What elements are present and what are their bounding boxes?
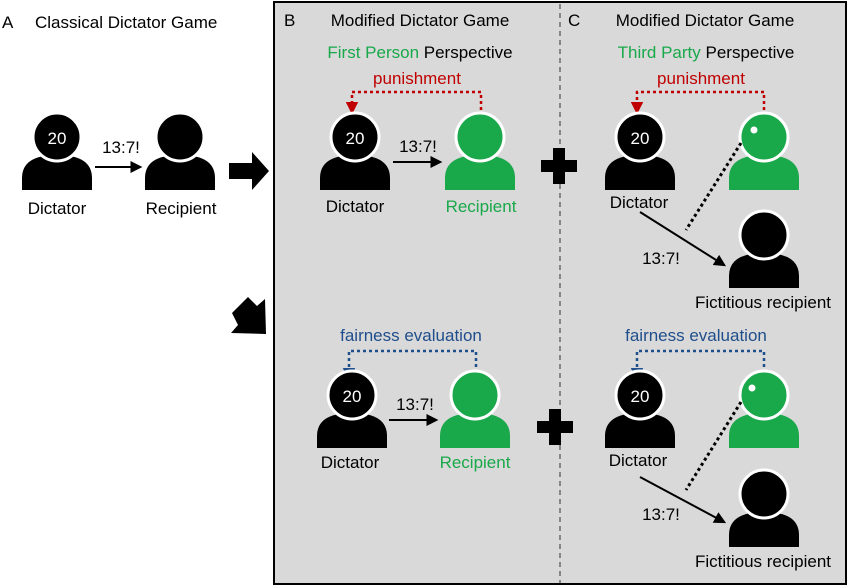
dictator-badge: 20 xyxy=(48,129,67,148)
panel-c-letter: C xyxy=(568,11,580,30)
fairness-evaluation-label: fairness evaluation xyxy=(340,326,482,345)
dictator-label: Dictator xyxy=(610,193,669,212)
recipient-figure xyxy=(445,111,515,190)
dictator-label: Dictator xyxy=(28,199,87,218)
fairness-evaluation-label: fairness evaluation xyxy=(625,326,767,345)
observer-figure xyxy=(729,369,799,448)
recipient-figure xyxy=(145,111,215,190)
dictator-badge: 20 xyxy=(346,129,365,148)
dictator-figure: 20 xyxy=(605,369,675,448)
dictator-figure: 20 xyxy=(605,111,675,190)
plus-icon xyxy=(541,148,577,184)
panel-c: C Modified Dictator Game Third Party Per… xyxy=(568,11,831,571)
dictator-label: Dictator xyxy=(326,197,385,216)
dictator-label: Dictator xyxy=(609,451,668,470)
arrow-down-right-icon xyxy=(231,297,266,334)
offer-label: 13:7! xyxy=(396,395,434,414)
eye-icon xyxy=(750,126,758,134)
dictator-badge: 20 xyxy=(631,129,650,148)
panel-a-title: Classical Dictator Game xyxy=(35,13,217,32)
perspective-highlight: Third Party xyxy=(618,43,702,62)
panel-a: A Classical Dictator Game 20 Dictator 13… xyxy=(2,13,269,334)
offer-label: 13:7! xyxy=(642,505,680,524)
dictator-label: Dictator xyxy=(321,453,380,472)
dictator-figure: 20 xyxy=(22,111,92,190)
recipient-label: Recipient xyxy=(440,453,511,472)
panel-c-title: Modified Dictator Game xyxy=(616,11,795,30)
observer-figure xyxy=(729,111,799,190)
panel-a-letter: A xyxy=(2,13,14,32)
offer-arrow xyxy=(639,476,727,524)
fictitious-recipient-label: Fictitious recipient xyxy=(695,552,831,571)
recipient-label: Recipient xyxy=(446,197,517,216)
recipient-label: Recipient xyxy=(146,199,217,218)
panel-b-letter: B xyxy=(284,11,295,30)
fairness-evaluation-arrow xyxy=(630,349,766,385)
dictator-figure: 20 xyxy=(320,111,390,190)
arrow-right-icon xyxy=(229,152,269,190)
punishment-arrow xyxy=(345,90,483,116)
offer-arrow xyxy=(639,211,727,267)
offer-label: 13:7! xyxy=(399,137,437,156)
dictator-badge: 20 xyxy=(343,387,362,406)
punishment-label: punishment xyxy=(373,69,461,88)
panel-b: B Modified Dictator Game First Person Pe… xyxy=(284,11,577,472)
punishment-arrow xyxy=(630,90,766,116)
offer-label: 13:7! xyxy=(102,138,140,157)
perspective-word: Perspective xyxy=(424,43,513,62)
plus-icon xyxy=(537,409,573,445)
punishment-label: punishment xyxy=(657,69,745,88)
fairness-evaluation-arrow xyxy=(342,349,478,385)
fictitious-recipient-figure xyxy=(729,209,799,288)
panel-b-perspective: First Person Perspective xyxy=(327,43,512,62)
eye-icon xyxy=(748,384,756,392)
panel-b-title: Modified Dictator Game xyxy=(331,11,510,30)
offer-label: 13:7! xyxy=(642,249,680,268)
dictator-badge: 20 xyxy=(631,387,650,406)
perspective-highlight: First Person xyxy=(327,43,419,62)
fictitious-recipient-label: Fictitious recipient xyxy=(695,293,831,312)
perspective-word: Perspective xyxy=(706,43,795,62)
dictator-figure: 20 xyxy=(317,369,387,448)
fictitious-recipient-figure xyxy=(729,468,799,547)
recipient-figure xyxy=(440,369,510,448)
observation-line xyxy=(684,401,743,491)
panel-c-perspective: Third Party Perspective xyxy=(618,43,795,62)
observation-line xyxy=(684,142,743,231)
